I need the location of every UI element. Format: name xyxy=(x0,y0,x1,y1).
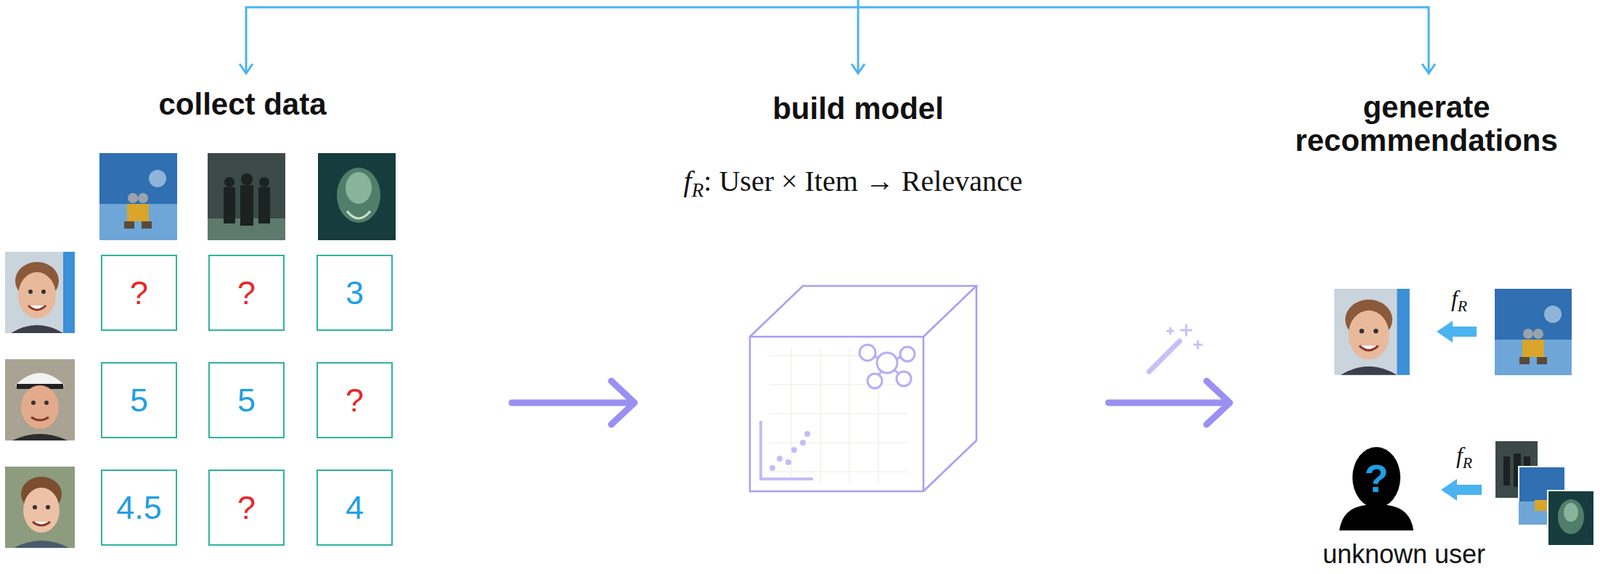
user-photo xyxy=(5,466,75,549)
rating-cell: ? xyxy=(316,362,393,439)
movie-poster xyxy=(207,153,286,241)
math-symbol: f xyxy=(683,164,692,198)
math-subscript: R xyxy=(1462,454,1473,472)
rating-value: ? xyxy=(237,276,256,310)
unknown-user-silhouette: ? xyxy=(1336,445,1417,531)
user-photo xyxy=(5,251,75,334)
rating-cell: ? xyxy=(100,254,178,332)
unknown-mark: ? xyxy=(1336,458,1417,499)
silhouette-body xyxy=(1339,505,1414,531)
rating-cell: 4 xyxy=(316,469,393,546)
user-photo xyxy=(1334,288,1410,376)
rating-cell: ? xyxy=(208,469,285,546)
rating-value: 3 xyxy=(345,276,364,310)
formula-label: fR xyxy=(1456,442,1473,472)
rating-value: 5 xyxy=(129,384,149,417)
movie-poster xyxy=(99,153,178,241)
poster-stack xyxy=(1494,440,1595,546)
model-cube xyxy=(749,286,977,492)
stage-heading: generate recommendations xyxy=(1255,90,1598,158)
movie-poster xyxy=(1494,288,1572,376)
math-symbol: f xyxy=(1451,285,1458,312)
recommend-arrow xyxy=(1436,320,1482,501)
rating-value: 4 xyxy=(345,491,364,525)
rating-value: ? xyxy=(345,384,364,417)
formula-label: fR: User × Item → Relevance xyxy=(683,165,1023,202)
rating-cell: 3 xyxy=(316,254,393,332)
rating-value: ? xyxy=(129,276,149,310)
math-rest: : User × Item → Relevance xyxy=(703,164,1023,198)
rating-value: 4.5 xyxy=(116,491,162,525)
rating-cell: 4.5 xyxy=(100,469,178,546)
rating-cell: ? xyxy=(208,254,285,332)
rating-value: 5 xyxy=(237,384,256,417)
caption-label: unknown user xyxy=(1322,540,1486,570)
math-symbol: f xyxy=(1456,442,1463,469)
magic-wand xyxy=(1149,325,1202,372)
formula-label: fR xyxy=(1451,286,1468,316)
user-photo xyxy=(5,359,75,441)
rating-value: ? xyxy=(237,491,256,525)
stage-bracket xyxy=(239,0,1436,74)
math-subscript: R xyxy=(1457,297,1468,316)
rating-cell: 5 xyxy=(208,362,285,439)
movie-poster xyxy=(317,153,396,241)
stage-heading: collect data xyxy=(158,87,326,122)
rating-cell: 5 xyxy=(100,362,178,439)
math-subscript: R xyxy=(691,179,705,202)
stage-heading: build model xyxy=(772,92,944,126)
